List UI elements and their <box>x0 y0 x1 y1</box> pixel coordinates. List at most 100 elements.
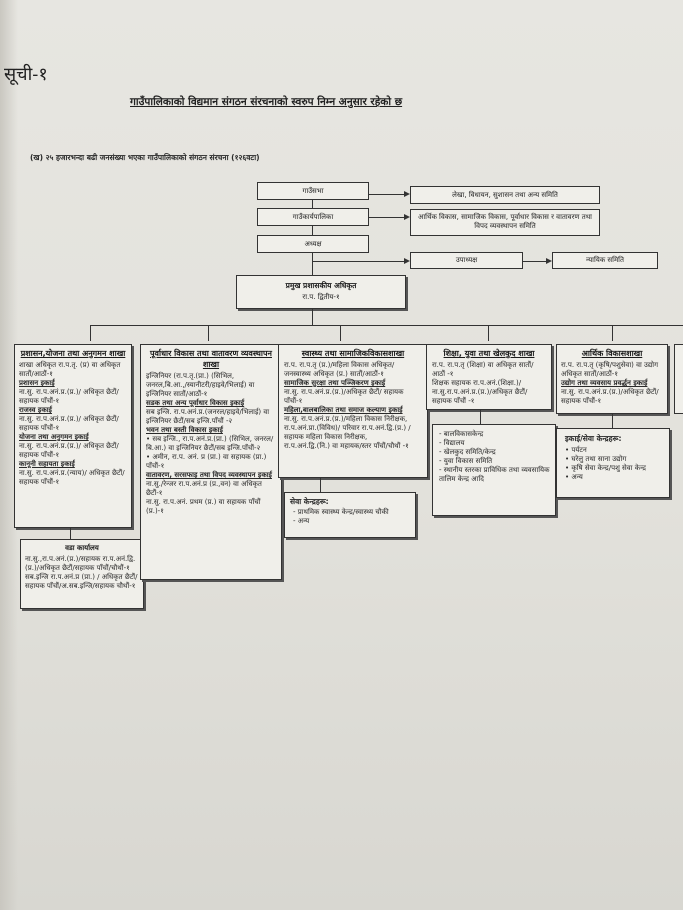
health-service-centers-list: प्राथमिक स्वास्थ्य केन्द्र/स्वास्थ्य चौक… <box>293 508 411 526</box>
vice-chair-box: उपाध्यक्ष <box>410 252 523 269</box>
accounts-committee-box: लेखा, विधायन, सुशासन तथा अन्य समिति <box>410 186 600 204</box>
ward-office-title: वडा कार्यालय <box>65 544 99 552</box>
education-section-lines: रा.प. रा.प.तृ (शिक्षा) वा अधिकृत सातौं/आ… <box>427 361 551 406</box>
unit-heading: भवन तथा बस्ती विकास इकाई <box>146 426 223 434</box>
list-item: बालविकासकेन्द्र <box>439 430 551 439</box>
staff-line: सब.इन्जि रा.प.अनं.प्र (प्रा.) / अधिकृत छ… <box>25 573 138 590</box>
accounts-committee-label: लेखा, विधायन, सुशासन तथा अन्य समिति <box>452 191 558 199</box>
health-service-centers-box: सेवा केन्द्रहरू: प्राथमिक स्वास्थ्य केन्… <box>284 492 416 538</box>
education-section-title: शिक्षा, युवा तथा खेलकुद शाखा <box>443 349 535 358</box>
economic-service-centers-title: इकाई/सेवा केन्द्रहरू: <box>565 434 622 443</box>
staff-line: शिक्षक सहायक रा.प.अनं.(शिक्षा.)/ ना.सु.र… <box>432 379 528 405</box>
connector <box>480 410 482 424</box>
staff-line: रा.प. रा.प.तृ (प्र.)/महिला विकास अधिकृत/… <box>284 361 395 378</box>
staff-line: ना.सु. रा.प.अनं.प्र.(प्र.)/ अधिकृत छैटौं… <box>19 388 119 405</box>
judicial-committee-label: न्यायिक समिति <box>586 256 624 264</box>
unit-heading: सडक तथा अन्य पूर्वाधार विकास इकाई <box>146 399 245 407</box>
page-title: गाउँपालिकाको विद्यमान संगठन संरचनाको स्व… <box>130 96 403 108</box>
list-item: युवा विकास समिति <box>439 457 551 466</box>
staff-line: • सब इन्जि., रा.प.अनं.प्र.(प्रा.) (सिभिल… <box>146 435 274 452</box>
health-section-title: स्वास्थ्य तथा सामाजिकविकासशाखा <box>301 349 405 358</box>
education-institutions-box: बालविकासकेन्द्र विद्यालय खेलकुद समिति/के… <box>432 424 556 516</box>
list-item: घरेलु तथा साना उद्योग <box>565 455 665 464</box>
staff-line: इन्जिनियर (रा.प.तृ.(प्रा.) (सिभिल, जनरल,… <box>146 372 255 398</box>
village-assembly-label: गाउँसभा <box>302 187 324 195</box>
economic-section-lines: रा.प. रा.प.तृ (कृषि/पशुसेवा) वा उद्योग अ… <box>557 361 667 406</box>
staff-line: ना.सु. रा.प.अनं.प्र.(प्र.)/ अधिकृत छैटौं… <box>19 442 119 459</box>
staff-line: • अमीन, रा.प. अनं. प्र (प्रा.) वा सहायक … <box>146 453 267 470</box>
economic-section-title: आर्थिक विकासशाखा <box>581 349 643 358</box>
development-committee-label: आर्थिक विकास, सामाजिक विकास, पूर्वाधार व… <box>418 213 592 230</box>
staff-line: ना.सु. रा.प.अनं.प्र.(प्र.)/महिला विकास न… <box>284 415 411 441</box>
arrow-icon <box>404 258 410 264</box>
list-item: स्थानीय स्तरका प्राविधिक तथा व्यवसायिक त… <box>439 466 551 484</box>
connector <box>312 253 314 275</box>
connector <box>312 200 314 208</box>
vice-chair-label: उपाध्यक्ष <box>455 256 478 264</box>
staff-line: रा.प. रा.प.तृ (शिक्षा) वा अधिकृत सातौं/आ… <box>432 361 534 378</box>
list-item: विद्यालय <box>439 439 551 448</box>
admin-section-lines: शाखा अधिकृत रा.प.तृ. (प्र) वा अधिकृत सात… <box>15 361 131 487</box>
staff-line: रा.प. रा.प.तृ (कृषि/पशुसेवा) वा उद्योग अ… <box>561 361 659 378</box>
list-item: अन्य <box>565 473 665 482</box>
page-shadow <box>0 0 18 910</box>
list-item: पर्यटन <box>565 446 665 455</box>
staff-line: ना.सु./रेन्जर रा.प.अनं.प्र (प्र.,वन) वा … <box>146 480 262 497</box>
staff-line: शाखा अधिकृत रा.प.तृ. (प्र) वा अधिकृत सात… <box>19 361 121 378</box>
chairperson-label: अध्यक्ष <box>304 240 322 248</box>
economic-service-centers-box: इकाई/सेवा केन्द्रहरू: पर्यटन घरेलु तथा स… <box>556 428 670 498</box>
list-item: कृषि सेवा केन्द्र/पशु सेवा केन्द्र <box>565 464 665 473</box>
arrow-icon <box>546 258 552 264</box>
connector <box>70 528 72 539</box>
ward-office-lines: ना.सु.,रा.प.अनं.(प्र.)/सहायक रा.प.अनं.द्… <box>25 555 139 591</box>
staff-line: सब इन्जि. रा.प.अनं.प्र.(जनरल/हाइवे/भिलाई… <box>146 408 270 425</box>
staff-line: रा.प.अनं.द्वि.(नि.) वा महायक/स्तर पाँचौं… <box>284 442 409 450</box>
village-assembly-box: गाउँसभा <box>257 182 369 200</box>
infrastructure-section-title: पूर्वाधार विकास तथा वातावरण व्यवस्थापन श… <box>150 349 272 369</box>
admin-section-box: प्रशासन,योजना तथा अनुगमन शाखा शाखा अधिकृ… <box>14 344 132 528</box>
connector <box>523 261 546 263</box>
unit-heading: कानूनी सहायता इकाई <box>19 460 75 468</box>
village-executive-label: गाउँकार्यपालिका <box>292 213 334 221</box>
ward-office-box: वडा कार्यालय ना.सु.,रा.प.अनं.(प्र.)/सहाय… <box>20 539 144 609</box>
connector <box>369 217 404 219</box>
unit-heading: सामाजिक सुरक्षा तथा पञ्जिकरण इकाई <box>284 379 386 387</box>
unit-heading: योजना तथा अनुगमन इकाई <box>19 433 89 441</box>
cao-title: प्रमुख प्रशासकीय अधिकृत <box>285 281 357 290</box>
admin-section-title: प्रशासन,योजना तथा अनुगमन शाखा <box>20 349 126 358</box>
arrow-icon <box>404 191 410 197</box>
unit-heading: वातावरण, सरसफाइ तथा विपद व्यवस्थापन इकाई <box>146 471 272 479</box>
health-section-lines: रा.प. रा.प.तृ (प्र.)/महिला विकास अधिकृत/… <box>279 361 427 451</box>
economic-service-centers-list: पर्यटन घरेलु तथा साना उद्योग कृषि सेवा क… <box>565 446 665 482</box>
staff-line: ना.सु. रा.प.अनं.प्र.(प्र.)/अधिकृत छैटौं/… <box>561 388 659 405</box>
page-subtitle: (ख) २५ हजारभन्दा बढी जनसंख्या भएका गाउँप… <box>30 153 260 162</box>
connector <box>90 325 92 341</box>
cao-level: रा.प. द्वितीय-१ <box>302 293 340 301</box>
infrastructure-section-box: पूर्वाधार विकास तथा वातावरण व्यवस्थापन श… <box>140 344 282 580</box>
list-item: प्राथमिक स्वास्थ्य केन्द्र/स्वास्थ्य चौक… <box>293 508 411 517</box>
connector <box>312 309 314 325</box>
connector <box>90 325 683 327</box>
connector <box>208 325 210 341</box>
infrastructure-section-lines: इन्जिनियर (रा.प.तृ.(प्रा.) (सिभिल, जनरल,… <box>141 372 281 516</box>
health-section-box: स्वास्थ्य तथा सामाजिकविकासशाखा रा.प. रा.… <box>278 344 428 478</box>
chairperson-box: अध्यक्ष <box>257 235 369 253</box>
list-item: खेलकुद समिति/केन्द्र <box>439 448 551 457</box>
connector <box>312 226 314 235</box>
connector <box>312 261 404 263</box>
staff-line: ना.सु. रा.प.अनं.प्र.(न्याय)/ अधिकृत छैटौ… <box>19 469 125 486</box>
staff-line: ना.सु. रा.प.अनं.प्र.(प्र.)/ अधिकृत छैटौं… <box>19 415 119 432</box>
economic-section-box: आर्थिक विकासशाखा रा.प. रा.प.तृ (कृषि/पशु… <box>556 344 668 414</box>
staff-line: ना.सु. रा.प.अनं. प्रथम (प्र.) वा सहायक प… <box>146 498 261 515</box>
cut-off-section-box <box>674 344 683 414</box>
list-label: सूची-१ <box>4 64 48 85</box>
connector <box>488 325 490 341</box>
village-executive-box: गाउँकार्यपालिका <box>257 208 369 226</box>
connector <box>369 194 404 196</box>
staff-line: ना.सु. रा.प.अनं.प्र.(प्र.)/अधिकृत छैटौं/… <box>284 388 404 405</box>
judicial-committee-box: न्यायिक समिति <box>552 252 658 269</box>
unit-heading: महिला,बालबालिका तथा समाज कल्याण इकाई <box>284 406 403 414</box>
connector <box>612 325 614 341</box>
connector <box>340 325 342 341</box>
